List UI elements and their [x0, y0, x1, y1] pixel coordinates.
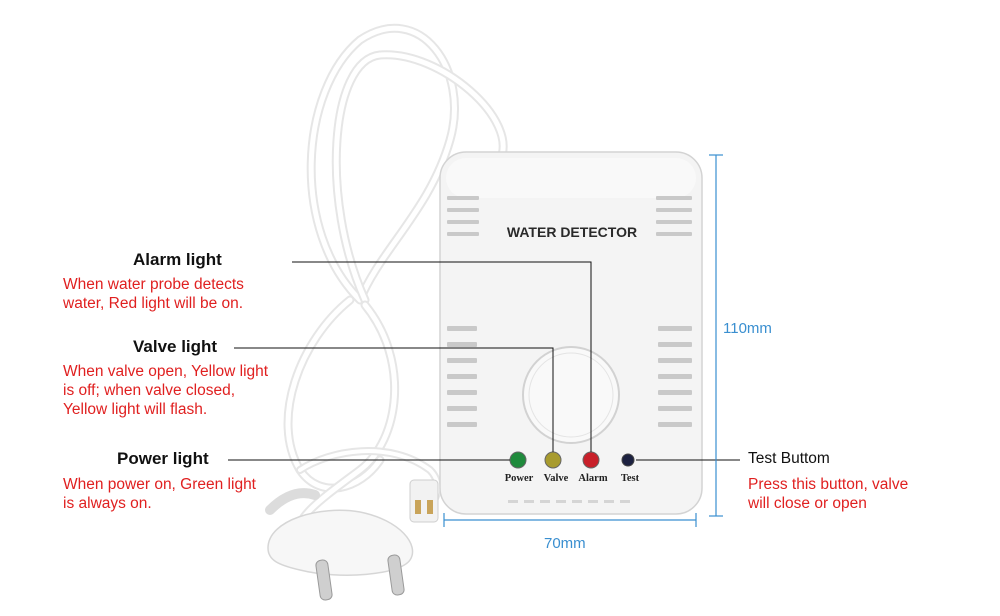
test-button[interactable] [621, 453, 635, 467]
dimension-lines [443, 154, 723, 527]
power-led-label: Power [505, 473, 534, 484]
height-dimension-label: 110mm [723, 320, 772, 337]
power-desc-line: When power on, Green light [63, 476, 256, 493]
test-button-title: Test Buttom [748, 450, 830, 467]
power-light-description: When power on, Green light is always on. [63, 475, 256, 513]
alarm-led-label: Alarm [578, 473, 607, 484]
alarm-light-title: Alarm light [133, 250, 222, 269]
power-desc-line: is always on. [63, 495, 152, 512]
test-button-label: Test [621, 473, 640, 484]
valve-led [544, 451, 562, 469]
test-button-group: Test [621, 453, 640, 484]
eu-plug [265, 488, 414, 601]
valve-led-label: Valve [544, 473, 569, 484]
alarm-desc-line: water, Red light will be on. [63, 295, 244, 312]
valve-desc-line: Yellow light will flash. [63, 401, 208, 418]
detector-device: WATER DETECTOR Power Valve Alarm Test [439, 151, 703, 515]
valve-desc-line: is off; when valve closed, [63, 382, 236, 399]
leader-lines [228, 261, 740, 461]
bottom-vents [508, 500, 630, 503]
led-alarm: Alarm [578, 451, 608, 484]
alarm-leader-line [292, 261, 592, 452]
probe-connector [409, 479, 439, 523]
power-light-title: Power light [117, 449, 209, 468]
valve-leader-line [234, 347, 554, 452]
valve-desc-line: When valve open, Yellow light [63, 363, 269, 380]
side-vents [447, 326, 692, 427]
test-button-description: Press this button, valve will close or o… [748, 475, 908, 513]
test-desc-line: Press this button, valve [748, 476, 909, 493]
alarm-light-description: When water probe detects water, Red ligh… [63, 275, 244, 313]
power-led [509, 451, 527, 469]
top-vents [447, 196, 692, 236]
valve-light-title: Valve light [133, 337, 218, 356]
buzzer-grille [522, 346, 620, 444]
test-desc-line: will close or open [748, 495, 867, 512]
device-name: WATER DETECTOR [507, 224, 637, 240]
alarm-desc-line: When water probe detects [63, 276, 244, 293]
valve-light-description: When valve open, Yellow light is off; wh… [63, 362, 268, 419]
width-dimension-label: 70mm [544, 535, 586, 552]
alarm-led [582, 451, 600, 469]
